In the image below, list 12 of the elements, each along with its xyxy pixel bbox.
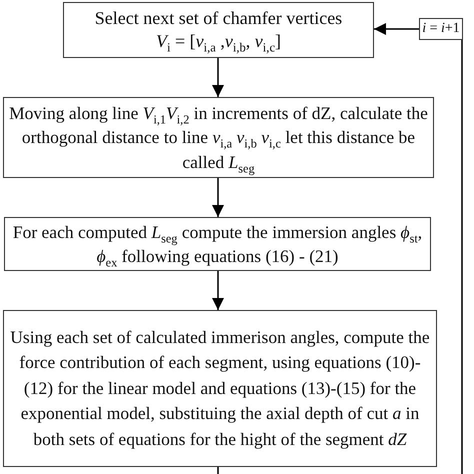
step-text: i = i+1 — [422, 21, 460, 37]
step-text: V$_{i}$ = [v$_{i,a}$ ,v$_{i,b}$, v$_{i,c}$] — [156, 30, 282, 54]
arrow — [212, 58, 224, 97]
step-text: Moving along line V$_{i,1}$V$_{i,2}$ in increments of dZ, calculate the orthogonal distance to line v$_{i,a}$ v$_{i,b}$ v$_{i,c}$ let this distance be called L$_{seg}$ — [8, 102, 429, 174]
step-text: Select next set of chamfer vertices — [94, 6, 342, 30]
step-text: For each computed L$_{seg}$ compute the immersion angles ϕ$_{st}$, ϕ$_{ex}$ following equations (16) - (21) — [12, 220, 424, 268]
step-text: Using each set of calculated immerison angles, compute the force contribution of each segment, using equations (10)-(12) for the linear model and equations (13)-(15) for the exponential model, substituing the axial depth of cut a in both sets of equations for the hight of the segment dZ — [9, 326, 431, 451]
process-box — [63, 2, 374, 58]
arrow — [212, 178, 224, 217]
arrow — [374, 23, 419, 35]
process-box — [3, 310, 437, 467]
arrow — [212, 271, 224, 310]
